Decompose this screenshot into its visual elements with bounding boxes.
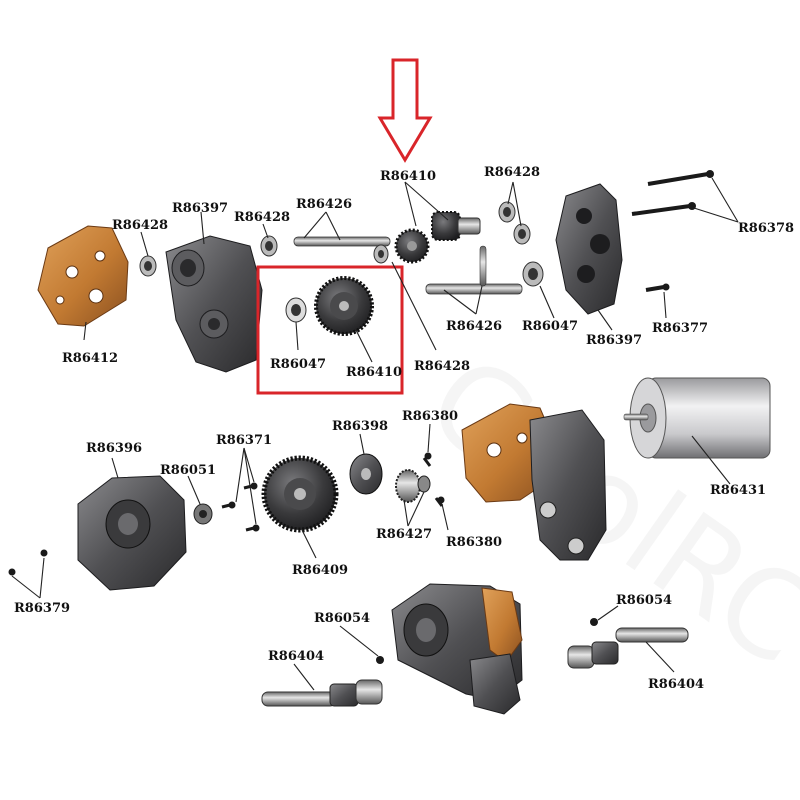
gearbox-assembly-bottom bbox=[391, 583, 523, 715]
slipper-plate bbox=[349, 453, 383, 495]
label-R86426-b: R86426 bbox=[446, 319, 502, 334]
bearing bbox=[139, 255, 157, 277]
label-R86378: R86378 bbox=[738, 221, 794, 236]
nut bbox=[193, 503, 213, 525]
highlight-arrow-icon bbox=[377, 58, 433, 163]
bearing bbox=[498, 201, 516, 223]
small-screw bbox=[422, 452, 445, 507]
gearbox-housing-right bbox=[555, 183, 623, 315]
label-R86398: R86398 bbox=[332, 419, 388, 434]
highlight-box bbox=[256, 265, 404, 395]
label-R86431: R86431 bbox=[710, 483, 766, 498]
label-R86410-top: R86410 bbox=[380, 169, 436, 184]
bearing bbox=[285, 297, 307, 323]
set-screw bbox=[376, 618, 598, 664]
label-R86428-b: R86428 bbox=[234, 210, 290, 225]
electric-motor bbox=[623, 377, 771, 459]
label-R86054-a: R86054 bbox=[314, 611, 370, 626]
label-R86047-box: R86047 bbox=[270, 357, 326, 372]
label-R86380-a: R86380 bbox=[402, 409, 458, 424]
label-R86426-a: R86426 bbox=[296, 197, 352, 212]
output-shaft bbox=[261, 679, 383, 707]
main-spur-gear bbox=[261, 455, 339, 533]
leader-lines bbox=[11, 177, 739, 691]
label-R86409: R86409 bbox=[292, 563, 348, 578]
part-labels: R86410 R86428 R86397 R86428 R86426 R8642… bbox=[14, 165, 794, 692]
small-screw bbox=[8, 549, 48, 576]
pinion-gear bbox=[395, 469, 431, 503]
label-R86428-c: R86428 bbox=[484, 165, 540, 180]
label-R86428-d: R86428 bbox=[414, 359, 470, 374]
label-R86397-a: R86397 bbox=[172, 201, 228, 216]
label-R86380-b: R86380 bbox=[446, 535, 502, 550]
output-shaft bbox=[567, 627, 689, 669]
short-screw bbox=[645, 283, 670, 292]
label-R86379: R86379 bbox=[14, 601, 70, 616]
bearing bbox=[522, 261, 544, 287]
label-R86397-b: R86397 bbox=[586, 333, 642, 348]
label-R86428-a: R86428 bbox=[112, 218, 168, 233]
label-R86410-box: R86410 bbox=[346, 365, 402, 380]
pinion-gear bbox=[431, 211, 481, 241]
label-R86371: R86371 bbox=[216, 433, 272, 448]
shaft bbox=[425, 245, 523, 295]
assembled-gearbox bbox=[461, 403, 607, 561]
long-screw bbox=[631, 170, 714, 216]
spur-gear bbox=[394, 228, 430, 264]
bearing bbox=[373, 244, 389, 264]
gearbox-housing-left bbox=[165, 235, 263, 373]
label-R86051: R86051 bbox=[160, 463, 216, 478]
label-R86404-a: R86404 bbox=[268, 649, 324, 664]
small-screw bbox=[221, 482, 260, 532]
label-R86054-b: R86054 bbox=[616, 593, 672, 608]
label-R86396: R86396 bbox=[86, 441, 142, 456]
bearing bbox=[513, 223, 531, 245]
label-R86047-b: R86047 bbox=[522, 319, 578, 334]
spur-gear bbox=[314, 276, 374, 336]
gearbox-cover bbox=[77, 475, 187, 591]
label-R86377: R86377 bbox=[652, 321, 708, 336]
label-R86412: R86412 bbox=[62, 351, 118, 366]
shaft bbox=[293, 236, 391, 247]
motor-plate bbox=[37, 225, 129, 327]
bearing bbox=[260, 235, 278, 257]
label-R86427: R86427 bbox=[376, 527, 432, 542]
label-R86404-b: R86404 bbox=[648, 677, 704, 692]
